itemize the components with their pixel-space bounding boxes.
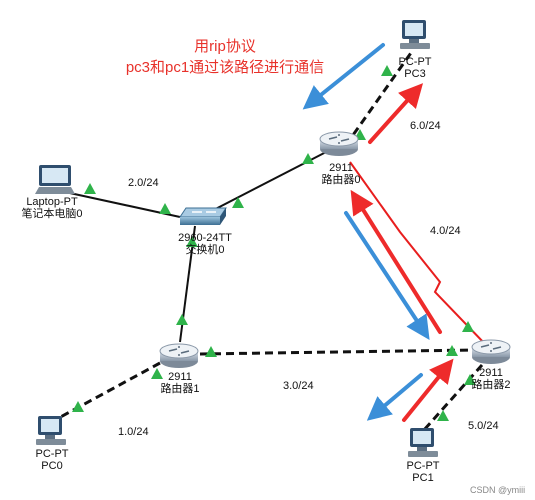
router0-label: 2911 路由器0 (321, 162, 360, 186)
link-up-marker (437, 410, 449, 421)
link-router1-router2 (199, 348, 475, 356)
link-up-marker (302, 153, 314, 164)
laptop0-model: Laptop-PT (26, 196, 78, 208)
link-up-marker (205, 346, 217, 357)
link-router0-pc3 (344, 49, 415, 146)
watermark: CSDN @ymiii (470, 485, 526, 495)
link-laptop0-switch0 (55, 189, 181, 218)
link-status-markers (72, 65, 476, 421)
link-up-marker (381, 65, 393, 76)
annotation-line-2: pc3和pc1通过该路径进行通信 (125, 59, 325, 76)
router2-icon[interactable] (471, 339, 511, 364)
pc1-label: PC-PT PC1 (407, 460, 440, 484)
network-label-2: 2.0/24 (128, 177, 159, 189)
arrow-red-up-to-router0 (350, 189, 442, 334)
pc1-model: PC-PT (406, 460, 440, 472)
arrow-blue-pc3-down (302, 43, 385, 110)
link-up-marker (232, 197, 244, 208)
link-up-marker (186, 236, 198, 247)
network-label-3: 3.0/24 (283, 380, 314, 392)
switch0-model: 2960-24TT (178, 232, 232, 244)
link-up-marker (464, 374, 476, 385)
link-up-marker (462, 321, 474, 332)
network-label-4: 4.0/24 (430, 225, 461, 237)
pc3-name: PC3 (404, 68, 426, 80)
router2-name: 路由器2 (471, 379, 511, 391)
annotation-line-1: 用rip协议 (194, 38, 256, 55)
router1-icon[interactable] (159, 343, 199, 368)
link-router1-pc0 (54, 361, 161, 422)
arrow-blue-to-pc1 (366, 373, 423, 421)
link-up-marker (176, 314, 188, 325)
laptop0-label: Laptop-PT 笔记本电脑0 (21, 196, 82, 220)
pc1-icon[interactable] (408, 428, 438, 457)
router1-name: 路由器1 (160, 383, 200, 395)
laptop0-name: 笔记本电脑0 (21, 208, 83, 220)
links (54, 49, 487, 431)
arrow-blue-down-to-router2 (344, 211, 430, 341)
switch0-name: 交换机0 (185, 244, 225, 256)
link-up-marker (84, 183, 96, 194)
traffic-arrows (302, 43, 454, 422)
switch0-icon[interactable] (179, 207, 227, 225)
network-label-1: 1.0/24 (118, 426, 149, 438)
link-up-marker (159, 203, 171, 214)
network-label-6: 6.0/24 (410, 120, 441, 132)
pc3-model: PC-PT (398, 56, 432, 68)
annotation: 用rip协议 pc3和pc1通过该路径进行通信 (115, 36, 335, 78)
pc0-name: PC0 (41, 460, 63, 472)
pc1-name: PC1 (412, 472, 434, 484)
pc3-icon[interactable] (400, 20, 430, 49)
switch0-label: 2960-24TT 交换机0 (178, 232, 232, 256)
pc3-label: PC-PT PC3 (399, 56, 432, 80)
arrow-red-to-pc3 (368, 83, 424, 144)
link-up-marker (151, 368, 163, 379)
link-router0-router2 (349, 161, 487, 346)
router2-model: 2911 (479, 367, 503, 379)
pc0-model: PC-PT (35, 448, 69, 460)
link-up-marker (446, 345, 458, 356)
pc0-label: PC-PT PC0 (36, 448, 69, 472)
router2-label: 2911 路由器2 (471, 367, 510, 391)
router0-icon[interactable] (319, 131, 359, 156)
link-up-marker (72, 401, 84, 412)
link-router2-pc1 (422, 364, 484, 431)
laptop0-icon[interactable] (35, 165, 75, 194)
network-label-5: 5.0/24 (468, 420, 499, 432)
router1-model: 2911 (168, 371, 192, 383)
arrow-red-from-pc1 (402, 358, 454, 422)
router0-model: 2911 (329, 162, 353, 174)
pc0-icon[interactable] (36, 416, 66, 445)
router0-name: 路由器0 (321, 174, 361, 186)
router1-label: 2911 路由器1 (160, 371, 199, 395)
